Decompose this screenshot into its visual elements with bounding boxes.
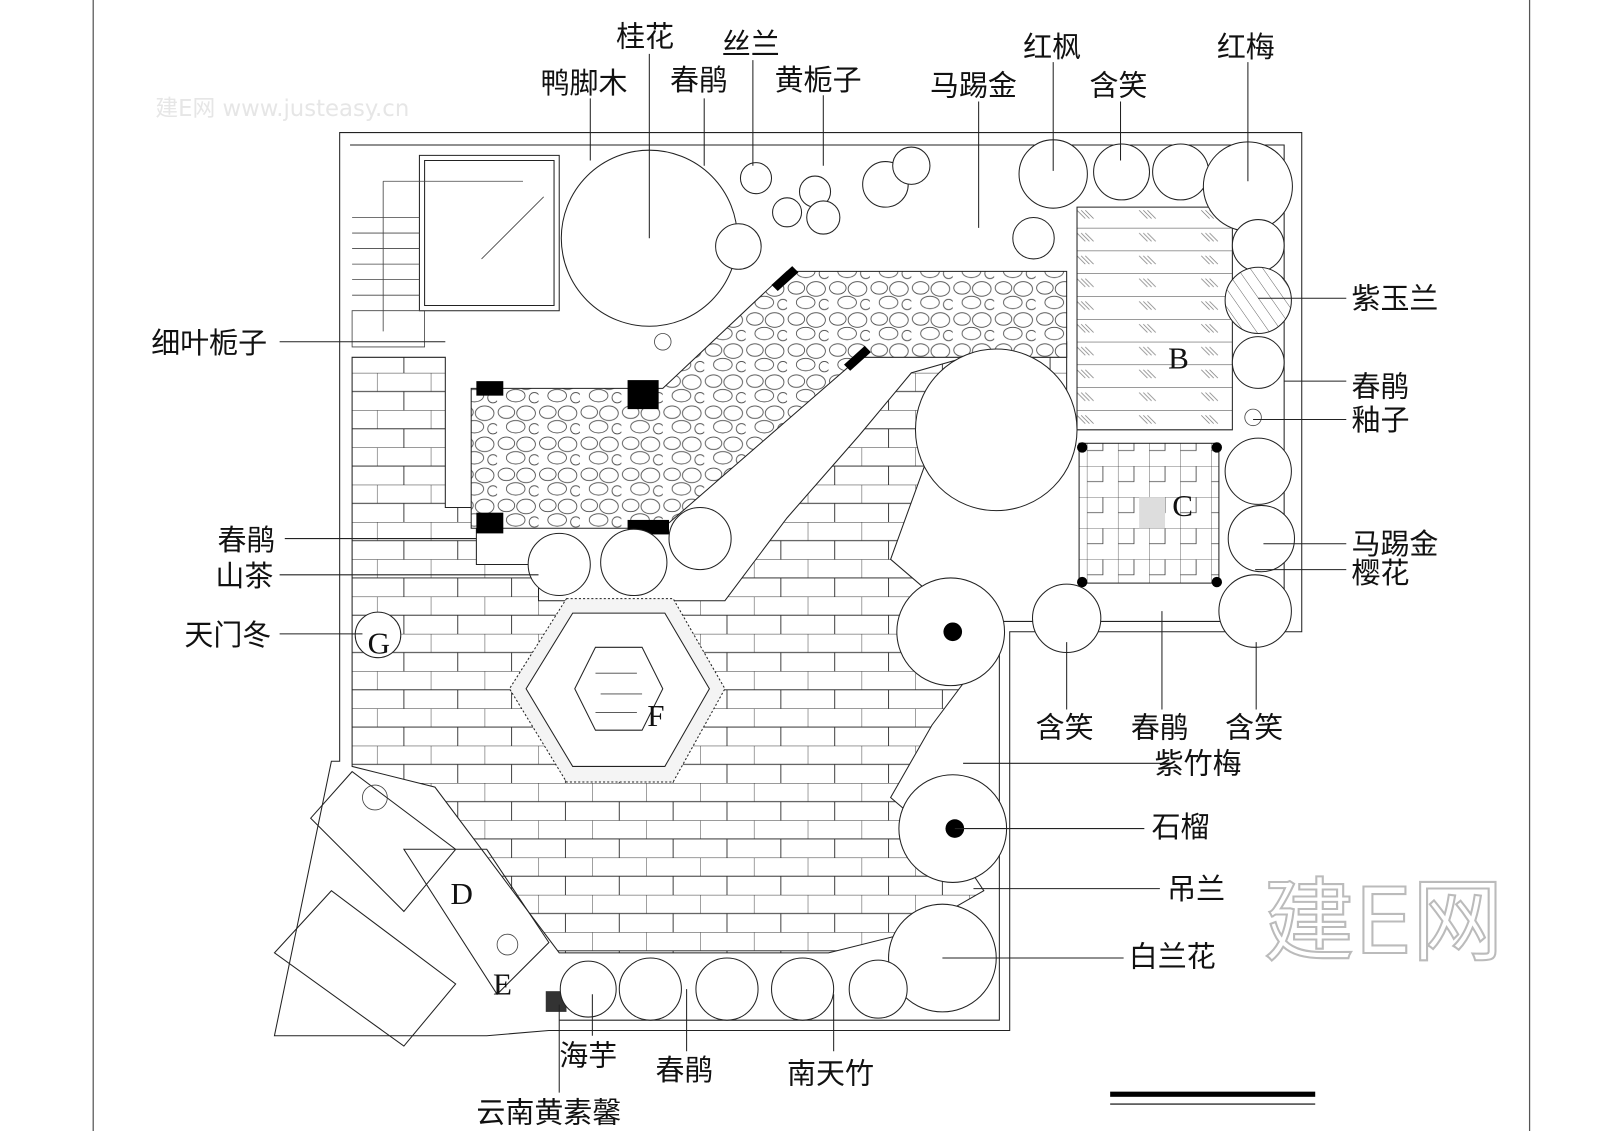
label-xiyezhizi: 细叶栀子 <box>151 326 267 360</box>
sheet-frame <box>92 0 1531 1131</box>
pebble-path <box>470 270 1068 529</box>
label-yajiaomu: 鸭脚木 <box>541 66 628 100</box>
label-yunnanhuangsuxin: 云南黄素馨 <box>476 1096 621 1130</box>
label-shancha: 山茶 <box>215 559 273 593</box>
stairs <box>351 154 560 348</box>
label-chunjuan-top: 春鹃 <box>670 63 728 97</box>
label-huangzhizi: 黄栀子 <box>775 63 862 97</box>
zone-B: B <box>1168 341 1189 376</box>
trees <box>354 139 1296 1021</box>
deck-B <box>1076 206 1233 431</box>
label-hongmei: 红梅 <box>1217 30 1275 64</box>
label-tianmendong: 天门冬 <box>184 618 271 652</box>
label-yinghua: 樱花 <box>1351 556 1409 590</box>
structure-D-E <box>273 770 567 1047</box>
watermark-logo: 建E网 <box>1263 869 1503 975</box>
label-matijin-top: 马踢金 <box>930 68 1017 102</box>
zone-G: G <box>368 626 390 661</box>
label-zizhumei: 紫竹梅 <box>1155 747 1242 781</box>
label-chunjuan-left: 春鹃 <box>217 523 275 557</box>
label-chunjuan-right: 春鹃 <box>1351 370 1409 404</box>
zone-F: F <box>647 698 664 733</box>
label-silan: 丝兰 <box>722 27 780 61</box>
zone-C: C <box>1172 488 1193 523</box>
zone-letters: B C D E F G <box>368 341 1193 1002</box>
label-nantianzhu: 南天竹 <box>787 1056 874 1090</box>
scale-bar <box>1110 1091 1316 1105</box>
leader-lines <box>279 53 1347 1093</box>
label-chunjuan-mid: 春鹃 <box>1131 710 1189 744</box>
label-matijin-right: 马踢金 <box>1351 527 1438 561</box>
site-boundary <box>273 132 1303 1037</box>
zone-D: D <box>450 876 472 911</box>
label-ziyulan: 紫玉兰 <box>1351 282 1438 316</box>
paving-C <box>1078 442 1220 584</box>
label-diaolan: 吊兰 <box>1167 872 1225 906</box>
label-hanxiao-top: 含笑 <box>1089 68 1147 102</box>
label-hongfeng: 红枫 <box>1023 30 1081 64</box>
hexagon-pavilion-F <box>508 598 726 783</box>
label-shiliu: 石榴 <box>1152 810 1210 844</box>
label-youzi: 釉子 <box>1351 403 1409 437</box>
zone-E: E <box>493 966 512 1001</box>
label-haiyu: 海芋 <box>559 1039 617 1073</box>
label-guihua: 桂花 <box>616 20 674 54</box>
plant-labels: 桂花 丝兰 鸭脚木 春鹃 黄栀子 马踢金 红枫 含笑 红梅 紫玉兰 春鹃 釉子 … <box>151 20 1438 1130</box>
label-hanxiao-mid2: 含笑 <box>1225 710 1283 744</box>
label-hanxiao-mid1: 含笑 <box>1036 710 1094 744</box>
watermark-small: 建E网 www.justeasy.cn <box>155 96 409 122</box>
label-chunjuan-bottom: 春鹃 <box>656 1053 714 1087</box>
label-bailanhua: 白兰花 <box>1129 939 1216 973</box>
